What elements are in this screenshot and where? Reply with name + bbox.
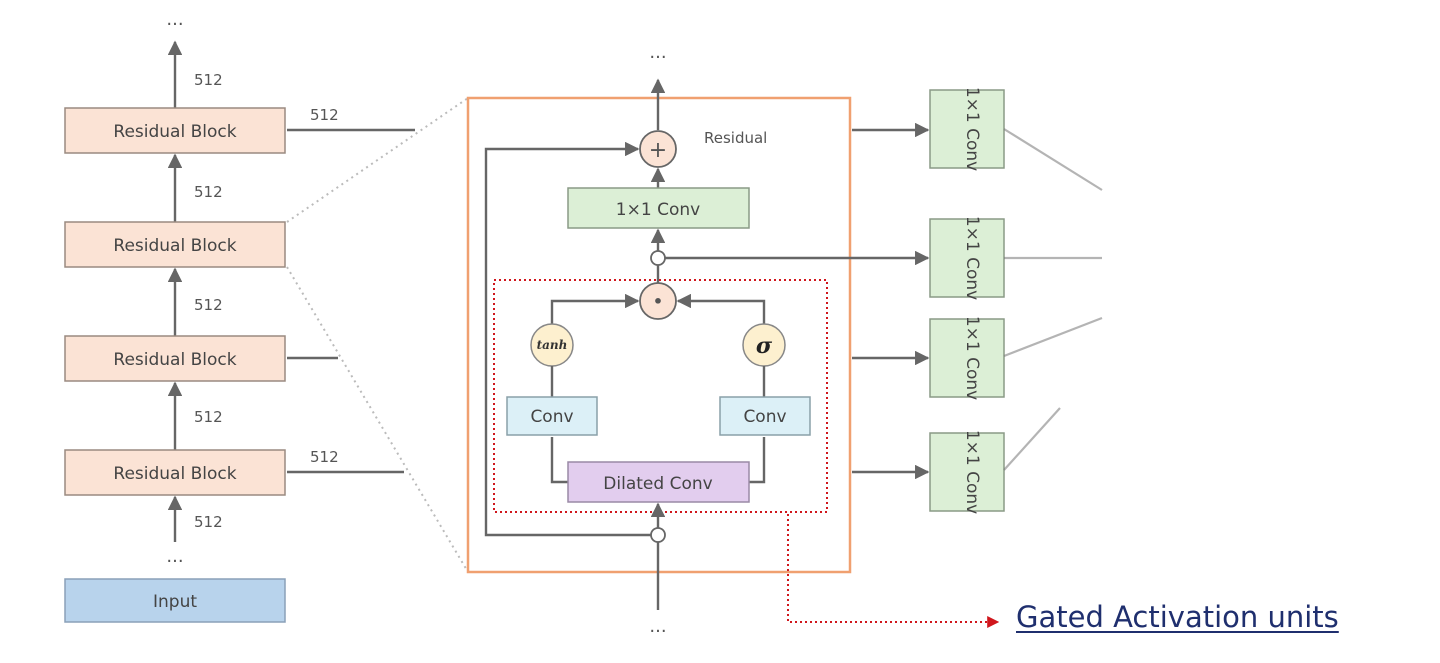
dim-label-2: 512	[194, 183, 223, 201]
skip-conv-4-label: 1×1 Conv	[962, 430, 982, 514]
input-block-label: Input	[153, 592, 197, 612]
tanh-label: tanh	[537, 338, 568, 352]
skip-out-line-1	[1003, 128, 1103, 191]
conv-right-block	[719, 396, 811, 436]
stack-top-ellipsis: ...	[166, 9, 183, 30]
dim-label-1: 512	[194, 71, 223, 89]
residual-block-2-label: Residual Block	[113, 350, 236, 370]
skip-out-line-3	[1003, 316, 1103, 358]
residual-add-symbol: +	[649, 138, 667, 163]
zoom-line-bottom	[286, 266, 469, 573]
skip-conv-1-label: 1×1 Conv	[962, 87, 982, 171]
skip-conv-3-label: 1×1 Conv	[962, 316, 982, 400]
inner-conv1x1-block	[567, 187, 750, 229]
side-dim-label-2: 512	[310, 448, 339, 466]
zoom-line-top	[286, 97, 469, 223]
gate-multiply-node	[639, 282, 677, 320]
residual-block-3	[64, 221, 286, 268]
tanh-to-multiply-arrow	[550, 293, 640, 325]
stack-bottom-ellipsis: ...	[166, 546, 183, 567]
residual-block-detail: ... + Residual 1×1 Conv • tanh σ	[466, 42, 930, 637]
dilated-to-conv-right	[749, 437, 766, 484]
dilated-to-conv-left	[550, 437, 568, 484]
dilated-conv-label: Dilated Conv	[603, 474, 712, 494]
skip-conv-3	[929, 318, 1005, 398]
detail-top-ellipsis: ...	[649, 42, 666, 63]
dim-label-3: 512	[194, 296, 223, 314]
conv-right-label: Conv	[743, 407, 786, 427]
skip-conv-4	[929, 432, 1005, 512]
skip-conv-1	[929, 89, 1005, 169]
input-split-node	[650, 527, 666, 543]
sigma-to-multiply-arrow	[676, 293, 766, 325]
callout-connector	[787, 514, 1000, 628]
gated-activation-units-label: Gated Activation units	[1016, 600, 1339, 634]
input-block	[64, 578, 286, 623]
skip-out-line-4	[1003, 407, 1061, 471]
conv-left-block	[506, 396, 598, 436]
residual-label: Residual	[704, 129, 767, 147]
conv-left-label: Conv	[530, 407, 573, 427]
detail-bottom-ellipsis: ...	[649, 616, 666, 637]
side-dim-label-1: 512	[310, 106, 339, 124]
residual-block-3-label: Residual Block	[113, 236, 236, 256]
residual-block-2	[64, 335, 286, 382]
residual-add-node	[639, 130, 677, 168]
skip-conv-2-label: 1×1 Conv	[962, 216, 982, 300]
dilated-conv-block	[567, 461, 750, 503]
left-stack: ... 512 Residual Block 512 Residual Bloc…	[64, 9, 469, 623]
gate-multiply-symbol: •	[653, 292, 663, 311]
skip-split-node	[650, 250, 666, 266]
residual-block-1	[64, 449, 286, 496]
dim-label-5: 512	[194, 513, 223, 531]
inner-conv1x1-label: 1×1 Conv	[616, 200, 700, 220]
sigma-label: σ	[756, 333, 773, 359]
skip-connections: 1×1 Conv 1×1 Conv 1×1 Conv 1×1 Conv	[852, 87, 1103, 514]
residual-bypass-path	[484, 141, 658, 537]
dim-label-4: 512	[194, 408, 223, 426]
residual-block-1-label: Residual Block	[113, 464, 236, 484]
residual-block-4	[64, 107, 286, 154]
residual-block-4-label: Residual Block	[113, 122, 236, 142]
